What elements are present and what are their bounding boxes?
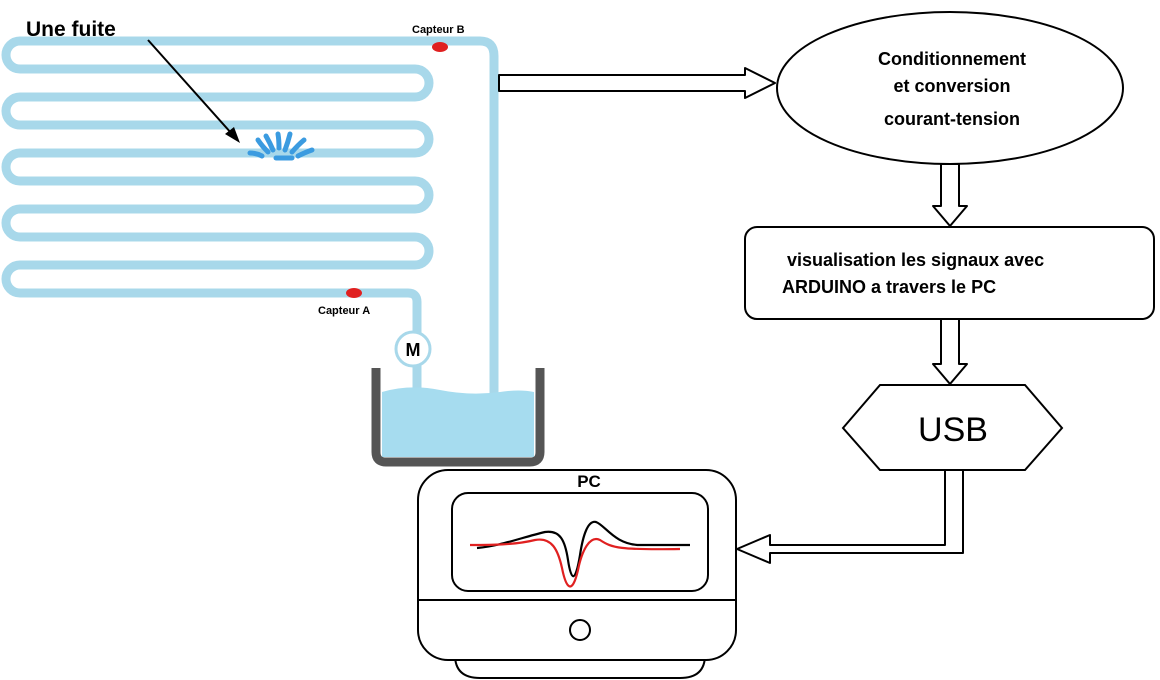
sensor-b-dot bbox=[432, 42, 448, 52]
water-tank bbox=[371, 368, 545, 467]
pipe-to-motor bbox=[348, 288, 422, 339]
arrow-conditioning-to-visualisation bbox=[932, 163, 968, 227]
arrow-visualisation-to-usb bbox=[932, 318, 968, 385]
visualisation-line-2: ARDUINO a travers le PC bbox=[782, 277, 996, 297]
sensor-b-label: Capteur B bbox=[412, 24, 465, 36]
conditioning-line-1: Conditionnement bbox=[878, 49, 1026, 69]
sensor-a-label: Capteur A bbox=[318, 305, 370, 317]
serpentine-pipe bbox=[1, 36, 499, 405]
visualisation-box bbox=[744, 226, 1155, 320]
pc-title: PC bbox=[577, 472, 601, 491]
conditioning-line-3: courant-tension bbox=[884, 109, 1020, 129]
visualisation-line-1: visualisation les signaux avec bbox=[787, 250, 1044, 270]
sensor-a-dot bbox=[346, 288, 362, 298]
leak: Une fuite bbox=[26, 18, 315, 161]
power-button-icon bbox=[569, 619, 591, 641]
motor: M bbox=[394, 330, 432, 368]
motor-label: M bbox=[406, 340, 421, 360]
conditioning-block: Conditionnement et conversion courant-te… bbox=[776, 11, 1124, 165]
signal-black-trace bbox=[476, 520, 690, 578]
motor-circle bbox=[394, 330, 432, 368]
conditioning-line-2: et conversion bbox=[893, 76, 1010, 96]
leak-arrow-head bbox=[225, 127, 240, 143]
signal-red-trace bbox=[469, 537, 681, 588]
usb-hexagon bbox=[841, 384, 1064, 471]
usb-block: USB bbox=[841, 384, 1064, 471]
sensor-b: Capteur B bbox=[412, 24, 465, 52]
arrow-usb-to-pc bbox=[736, 469, 964, 564]
conditioning-ellipse bbox=[776, 11, 1124, 165]
pc-monitor: PC bbox=[417, 469, 737, 679]
sensor-a: Capteur A bbox=[318, 288, 370, 317]
leak-arrow-line bbox=[147, 39, 233, 135]
tank-wall bbox=[371, 368, 545, 467]
usb-label: USB bbox=[918, 411, 988, 449]
monitor-screen bbox=[451, 492, 709, 592]
visualisation-block: visualisation les signaux avec ARDUINO a… bbox=[744, 226, 1155, 320]
water bbox=[382, 387, 534, 457]
leak-label: Une fuite bbox=[26, 18, 116, 41]
arrow-pipe-to-conditioning bbox=[498, 67, 776, 99]
leak-spray-icon bbox=[247, 131, 315, 161]
